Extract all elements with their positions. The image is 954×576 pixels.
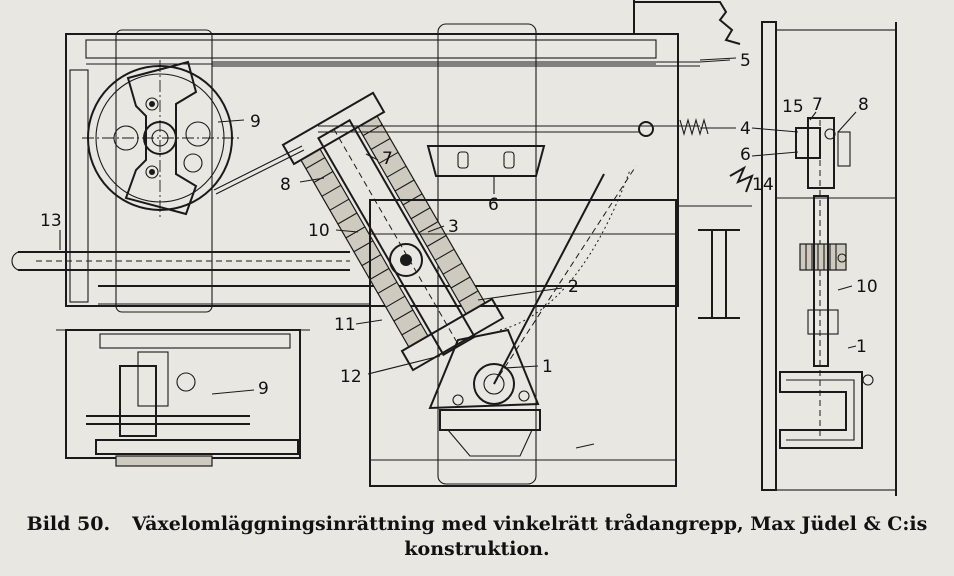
caption-line-1: Bild 50. Växelomläggningsinrättning med v…: [0, 512, 954, 537]
side-view-9: [56, 329, 310, 467]
label-4: 4: [740, 119, 751, 139]
label-8-right: 8: [858, 95, 869, 115]
label-9-top: 9: [250, 112, 261, 132]
label-3: 3: [448, 217, 459, 237]
crank-base: [428, 328, 541, 457]
label-15-right: 15: [782, 97, 804, 117]
lower-frame: [369, 199, 677, 487]
label-2: 2: [568, 277, 579, 297]
rail-section: [676, 205, 752, 319]
wall-break-top: [633, 0, 741, 45]
leader-lines: [59, 57, 857, 395]
caption-title: Växelomläggningsinrättning med vinkelrät…: [132, 513, 928, 535]
label-13: 13: [40, 211, 62, 231]
figure-caption: Bild 50. Växelomläggningsinrättning med v…: [0, 512, 954, 562]
lever-pivot: [389, 243, 423, 277]
wheel-9: [82, 60, 242, 220]
side-elevation-right: [761, 21, 897, 496]
label-6: 6: [488, 195, 499, 215]
sleeper-left: [115, 29, 213, 313]
label-10: 10: [308, 221, 330, 241]
caption-number: Bild 50.: [26, 513, 111, 535]
label-7-right: 7: [812, 95, 823, 115]
label-11: 11: [334, 315, 356, 335]
label-14-right: 14: [752, 175, 774, 195]
mechanism-drawing: 9 5 4 7 6 8 10 3 13 2 11 12 1 9 15 7 8 6…: [11, 0, 897, 496]
label-5: 5: [740, 51, 751, 71]
caption-line-2: konstruktion.: [404, 538, 550, 560]
lever-assembly: [281, 91, 505, 372]
label-10-right: 10: [856, 277, 878, 297]
connecting-rod-5: [212, 59, 731, 67]
tension-rod-4: [318, 117, 709, 137]
label-1: 1: [542, 357, 553, 377]
wall-break-14: [729, 165, 754, 193]
label-12: 12: [340, 367, 362, 387]
bracket-6: [426, 145, 546, 177]
crank-arm: [493, 165, 637, 385]
label-1-right: 1: [856, 337, 867, 357]
label-9-side: 9: [258, 379, 269, 399]
label-7: 7: [382, 149, 393, 169]
pipe-rod-13: [11, 251, 350, 271]
label-8: 8: [280, 175, 291, 195]
label-6-right: 6: [740, 145, 751, 165]
